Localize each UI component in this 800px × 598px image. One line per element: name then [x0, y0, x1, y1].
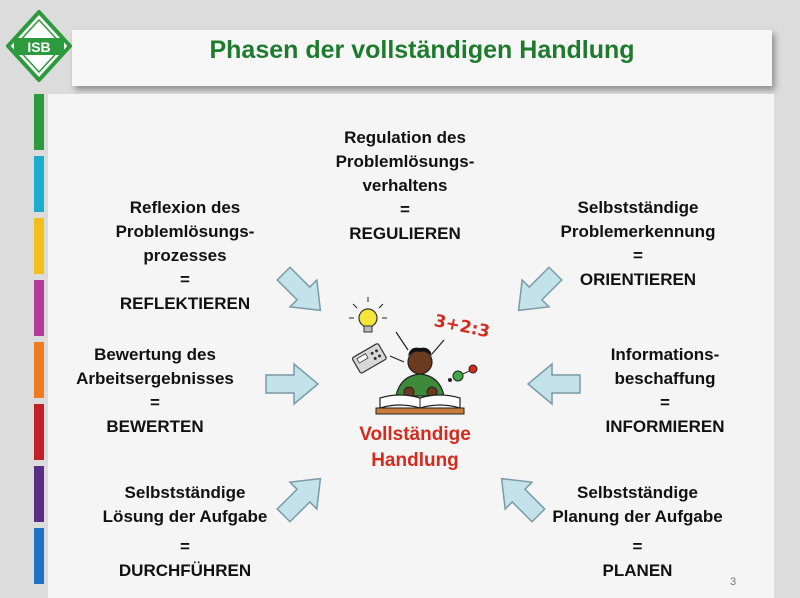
phase-desc-line: Arbeitsergebnisses: [76, 369, 234, 388]
stripe: [34, 218, 44, 274]
phase-action: PLANEN: [602, 561, 673, 580]
phase-desc-line: Lösung der Aufgabe: [102, 507, 268, 526]
center-label-line: Handlung: [371, 450, 459, 471]
phase-regulieren: Regulation des Problemlösungs- verhalten…: [305, 126, 505, 246]
color-stripes: [34, 94, 44, 590]
phase-equals: =: [400, 200, 410, 219]
logo-text: ISB: [27, 39, 50, 55]
phase-action: BEWERTEN: [106, 417, 204, 436]
arrow-planen: [500, 477, 546, 523]
stripe: [34, 404, 44, 460]
center-label-line: Vollständige: [359, 424, 471, 445]
phase-equals: =: [660, 393, 670, 412]
arrow-bewerten: [265, 362, 320, 406]
stripe: [34, 156, 44, 212]
center-label: Vollständige Handlung: [330, 422, 500, 474]
math-text: 3+2:3: [432, 311, 491, 342]
arrow-reflektieren: [276, 266, 322, 312]
arrow-durchfuehren: [276, 477, 322, 523]
phase-desc-line: prozesses: [143, 246, 227, 265]
slide-content: [48, 94, 774, 598]
book-icon: [375, 394, 465, 415]
phase-desc-line: Regulation des: [344, 128, 466, 147]
stripe: [34, 94, 44, 150]
phase-action: ORIENTIEREN: [579, 270, 697, 289]
stripe: [34, 280, 44, 336]
phase-desc-line: verhaltens: [362, 176, 448, 195]
title-bar: Phasen der vollständigen Handlung: [72, 30, 772, 86]
molecule-icon: [448, 364, 478, 382]
arrow-informieren: [526, 362, 581, 406]
phase-equals: =: [180, 537, 190, 556]
calculator-icon: [352, 343, 387, 374]
phase-action: INFORMIEREN: [605, 417, 725, 436]
phase-desc-line: Reflexion des: [129, 198, 241, 217]
page-title: Phasen der vollständigen Handlung: [209, 36, 635, 64]
phase-desc-line: Problemerkennung: [560, 222, 716, 241]
phase-reflektieren: Reflexion des Problemlösungs- prozesses …: [85, 196, 285, 316]
phase-desc-line: Selbstständige: [577, 483, 698, 502]
phase-equals: =: [632, 537, 643, 556]
phase-bewerten: Bewertung des Arbeitsergebnisses = BEWER…: [55, 343, 255, 439]
phase-equals: =: [633, 246, 643, 265]
stripe: [34, 342, 44, 398]
phase-desc-line: Planung der Aufgabe: [552, 507, 723, 526]
isb-logo: ISB: [6, 10, 72, 82]
phase-action: REFLEKTIEREN: [119, 294, 251, 313]
phase-desc-line: Problemlösungs-: [335, 152, 475, 171]
lightbulb-icon: [349, 297, 387, 333]
phase-desc-line: beschaffung: [614, 369, 716, 388]
phase-desc-line: Bewertung des: [94, 345, 216, 364]
stripe: [34, 466, 44, 522]
page-number: 3: [730, 576, 737, 588]
phase-durchfuehren: Selbstständige Lösung der Aufgabe = DURC…: [80, 481, 290, 583]
phase-orientieren: Selbstständige Problemerkennung = ORIENT…: [538, 196, 738, 292]
phase-informieren: Informations- beschaffung = INFORMIEREN: [565, 343, 765, 439]
phase-desc-line: Problemlösungs-: [115, 222, 255, 241]
arrow-orientieren: [517, 266, 563, 312]
phase-planen: Selbstständige Planung der Aufgabe = PLA…: [530, 481, 745, 583]
phase-action: DURCHFÜHREN: [118, 561, 252, 580]
phase-equals: =: [180, 270, 190, 289]
phase-action: REGULIEREN: [349, 224, 461, 243]
phase-desc-line: Selbstständige: [577, 198, 699, 217]
phase-desc-line: Selbstständige: [124, 483, 246, 502]
learner-figure: [395, 347, 445, 398]
phase-equals: =: [150, 393, 160, 412]
phase-desc-line: Informations-: [610, 345, 720, 364]
learner-illustration: 3+2:3: [349, 297, 492, 415]
stripe: [34, 528, 44, 584]
